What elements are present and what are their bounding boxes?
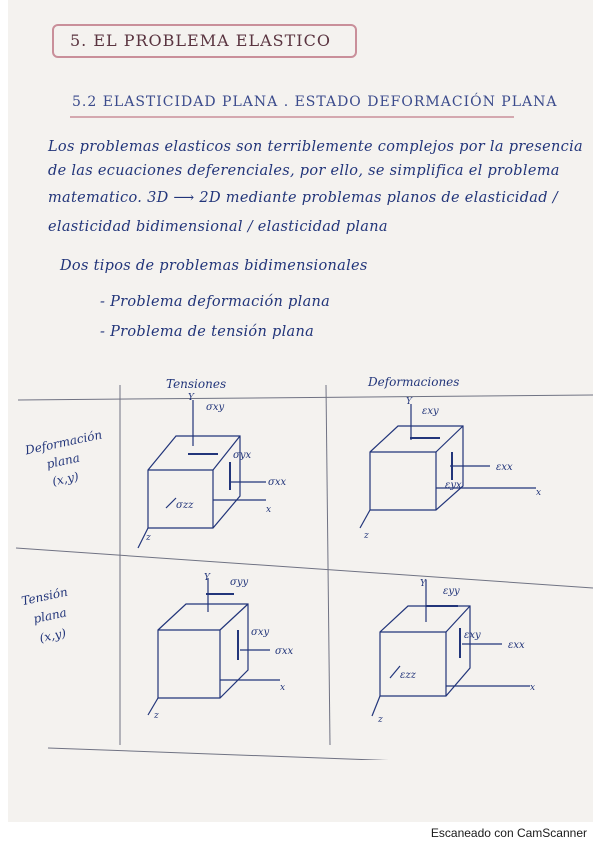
cube-diagram-tensiones-tension: [147, 578, 280, 716]
diagram-label: Y: [188, 393, 195, 403]
type-item: - Problema de tensión plana: [100, 324, 315, 340]
diagram-label: εyx: [445, 480, 462, 491]
diagram-label: x: [266, 505, 271, 515]
diagram-label: εxy: [464, 630, 481, 641]
paragraph-line: matematico. 3D ⟶ 2D mediante problemas p…: [48, 190, 558, 206]
diagram-label: σyy: [230, 577, 248, 588]
diagram-label: σxy: [206, 402, 224, 413]
diagram-label: εxx: [508, 640, 525, 651]
diagram-label: σxx: [275, 646, 293, 657]
diagram-label: εzz: [400, 670, 417, 681]
row-label-line: Tensión: [20, 585, 69, 608]
diagram-label: Y: [420, 579, 427, 589]
scanner-watermark: Escaneado con CamScanner: [430, 826, 587, 840]
cube-diagram-deformaciones-deformacion: [359, 404, 536, 529]
diagram-label: x: [536, 488, 541, 498]
diagram-label: εxx: [496, 462, 513, 473]
col-header-deformaciones: Deformaciones: [367, 375, 459, 389]
diagram-label: εxy: [422, 406, 439, 417]
section-title-box: [52, 24, 357, 58]
table-column-divider: [325, 384, 331, 746]
type-item: - Problema deformación plana: [100, 294, 331, 310]
diagram-label: z: [145, 533, 151, 543]
diagram-label: σxx: [268, 477, 286, 488]
paragraph-line: elasticidad bidimensional / elasticidad …: [48, 219, 388, 235]
subsection-title: 5.2 ELASTICIDAD PLANA . ESTADO DEFORMACI…: [72, 94, 558, 110]
section-title: 5. EL PROBLEMA ELASTICO: [70, 31, 331, 50]
subsection-underline: [70, 116, 514, 118]
diagram-label: σyx: [233, 450, 251, 461]
comparison-table: Tensiones Deformaciones Deformación plan…: [15, 375, 593, 760]
diagram-label: x: [280, 683, 285, 693]
row-label-line: (x,y): [38, 626, 67, 645]
diagram-label: σxy: [251, 627, 269, 638]
diagram-label: z: [363, 531, 369, 541]
diagram-label: x: [530, 683, 535, 693]
notebook-page: [8, 0, 593, 822]
col-header-tensiones: Tensiones: [166, 377, 226, 391]
paragraph-line: Los problemas elasticos son terriblement…: [48, 139, 583, 155]
cube-diagram-tensiones-deformacion: [137, 400, 266, 549]
paragraph-line: de las ecuaciones deferenciales, por ell…: [48, 163, 560, 179]
diagram-label: Y: [204, 573, 211, 583]
diagram-label: εyy: [443, 586, 460, 597]
row-label-line: plana: [45, 451, 81, 472]
diagram-label: σzz: [176, 500, 194, 511]
table-bottom-line: [47, 747, 389, 760]
diagram-label: z: [377, 715, 383, 725]
types-intro: Dos tipos de problemas bidimensionales: [60, 258, 368, 274]
row-label-line: (x,y): [51, 469, 80, 488]
cube-diagram-deformaciones-tension: [371, 580, 530, 717]
table-header-line: [17, 394, 593, 401]
diagram-label: z: [153, 711, 159, 721]
table-row-divider: [15, 547, 593, 589]
row-label-line: plana: [32, 605, 68, 626]
diagram-label: Y: [406, 397, 413, 407]
